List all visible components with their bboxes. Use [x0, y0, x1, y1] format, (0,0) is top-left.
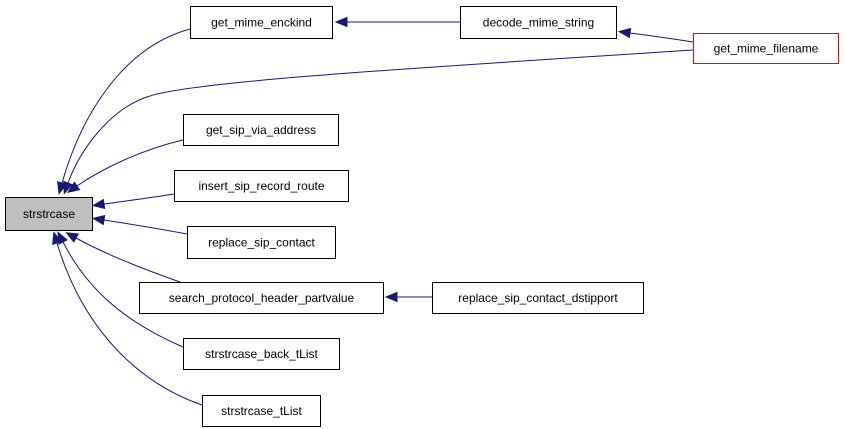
node-get_sip_via_address[interactable]: get_sip_via_address — [183, 114, 339, 146]
edge-replace_sip_contact_dstipport-to-search_protocol_header_partvalue — [384, 291, 432, 303]
edge-arrowhead — [63, 180, 74, 195]
edge-line — [62, 241, 184, 348]
node-label: get_sip_via_address — [206, 123, 316, 137]
edge-search_protocol_header_partvalue-to-strstrcase — [65, 232, 181, 283]
node-label: strstrcase_tList — [221, 404, 302, 418]
node-strstrcase_tList[interactable]: strstrcase_tList — [202, 395, 321, 427]
edge-decode_mime_string-to-get_mime_enckind — [334, 16, 460, 28]
edges-layer — [52, 16, 694, 406]
node-box — [174, 170, 349, 202]
node-label: replace_sip_contact — [208, 236, 315, 250]
edge-line — [103, 193, 175, 205]
node-box — [460, 6, 617, 39]
edge-strstrcase_tList-to-strstrcase — [52, 231, 203, 406]
edge-arrowhead — [91, 214, 106, 226]
edge-get_sip_via_address-to-strstrcase — [66, 139, 184, 194]
edge-line — [67, 49, 694, 184]
edge-line — [56, 242, 203, 406]
node-box — [202, 395, 321, 427]
edge-arrowhead — [617, 27, 632, 39]
node-box — [432, 282, 644, 314]
edge-get_mime_filename-to-strstrcase — [63, 49, 694, 195]
edge-arrowhead — [66, 181, 81, 194]
edge-get_mime_enckind-to-strstrcase — [57, 28, 191, 195]
node-label: get_mime_filename — [714, 42, 819, 56]
node-strstrcase_back_tList[interactable]: strstrcase_back_tList — [183, 338, 340, 370]
node-get_mime_filename[interactable]: get_mime_filename — [693, 33, 839, 64]
edge-line — [629, 32, 694, 43]
node-box — [139, 282, 384, 314]
edge-insert_sip_record_route-to-strstrcase — [91, 193, 175, 210]
node-box — [187, 226, 336, 259]
node-label: strstrcase — [23, 207, 75, 221]
node-box — [693, 33, 839, 64]
edge-arrowhead — [334, 16, 348, 28]
edge-arrowhead — [52, 231, 63, 245]
edge-arrowhead — [384, 291, 398, 303]
node-label: get_mime_enckind — [211, 16, 312, 30]
edge-line — [103, 219, 188, 235]
node-box — [190, 6, 333, 39]
node-search_protocol_header_partvalue[interactable]: search_protocol_header_partvalue — [139, 282, 384, 314]
node-box — [5, 197, 93, 231]
node-label: decode_mime_string — [483, 16, 594, 30]
edge-replace_sip_contact-to-strstrcase — [91, 214, 188, 235]
edge-get_mime_filename-to-decode_mime_string — [617, 27, 694, 43]
node-label: strstrcase_back_tList — [205, 347, 318, 361]
node-label: search_protocol_header_partvalue — [169, 291, 355, 305]
edge-arrowhead — [91, 198, 106, 210]
node-label: insert_sip_record_route — [198, 179, 324, 193]
node-label: replace_sip_contact_dstipport — [458, 291, 618, 305]
node-box — [183, 114, 339, 146]
edge-line — [75, 237, 181, 283]
node-decode_mime_string[interactable]: decode_mime_string — [460, 6, 617, 39]
node-get_mime_enckind[interactable]: get_mime_enckind — [190, 6, 333, 39]
edge-line — [61, 28, 191, 184]
node-box — [183, 338, 340, 370]
node-replace_sip_contact[interactable]: replace_sip_contact — [187, 226, 336, 259]
edge-line — [76, 139, 184, 187]
node-strstrcase[interactable]: strstrcase — [5, 197, 93, 231]
edge-arrowhead — [65, 232, 79, 243]
node-insert_sip_record_route[interactable]: insert_sip_record_route — [174, 170, 349, 202]
node-replace_sip_contact_dstipport[interactable]: replace_sip_contact_dstipport — [432, 282, 644, 314]
nodes-layer: strstrcase get_mime_enckind decode_mime_st… — [5, 6, 839, 427]
